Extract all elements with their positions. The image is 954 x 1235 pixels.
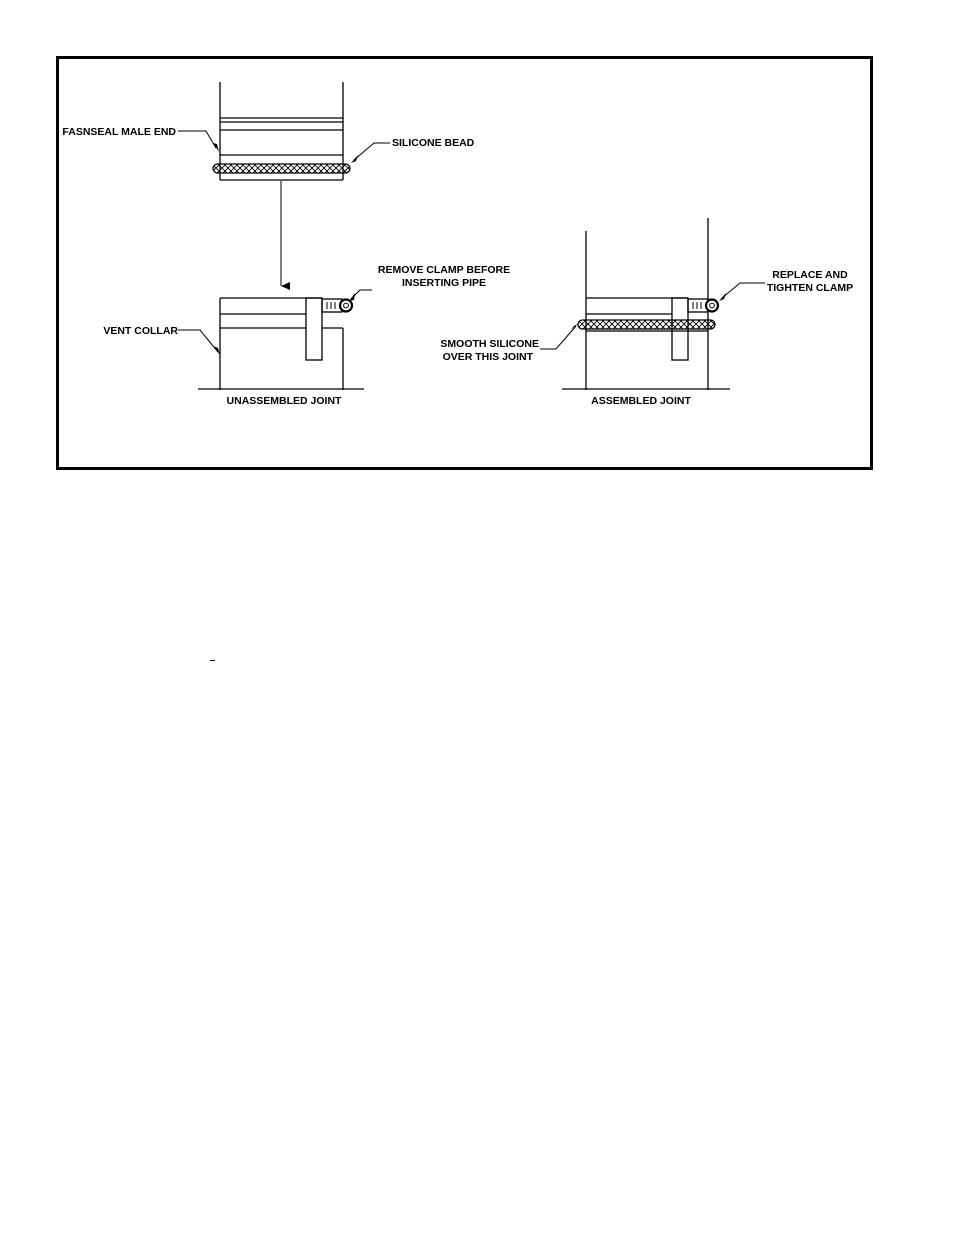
- figure-border: [56, 56, 873, 470]
- stray-mark: [210, 660, 215, 661]
